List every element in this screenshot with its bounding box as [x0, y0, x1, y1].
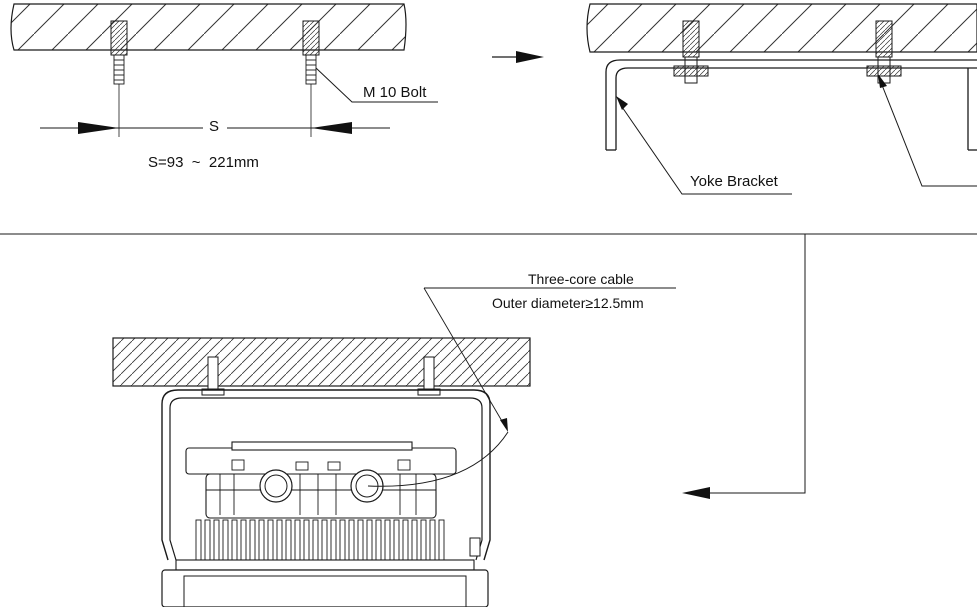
heat-sink-fin: [411, 519, 418, 561]
heat-sink-fin: [276, 519, 283, 561]
ceiling-slab-left: [10, 3, 407, 51]
heat-sink-fin: [303, 519, 310, 561]
heat-sink-fin: [249, 519, 256, 561]
bolt-thread-right: [305, 54, 317, 85]
heat-sink-fin: [429, 519, 436, 561]
yoke-leader-line: [619, 103, 792, 195]
step-arrow-right: [492, 51, 544, 63]
heat-sink-fin: [330, 519, 337, 561]
heat-sink-fin: [393, 519, 400, 561]
bolt-leader-line: [315, 67, 438, 103]
fixture-driver-box: [185, 441, 457, 519]
heat-sink-fin: [204, 519, 211, 561]
nut-leader-line: [879, 79, 977, 187]
dimension-arrow-left: [78, 122, 119, 134]
yoke-bracket-label: Yoke Bracket: [690, 173, 778, 190]
heat-sink-fin: [285, 519, 292, 561]
heat-sink-fin: [231, 519, 238, 561]
heat-sink-fin: [267, 519, 274, 561]
cable-diameter-label: Outer diameter≥12.5mm: [492, 295, 644, 311]
heat-sink-fin: [375, 519, 382, 561]
bolt-anchor-right: [875, 20, 893, 58]
heat-sink-fin: [348, 519, 355, 561]
dimension-arrow-right: [311, 122, 352, 134]
heat-sink-fin: [294, 519, 301, 561]
heat-sink-fin: [213, 519, 220, 561]
three-core-cable: [367, 431, 509, 487]
heat-sink-fin: [402, 519, 409, 561]
heat-sink-fin: [258, 519, 265, 561]
panel-fixture-assembly: [112, 287, 676, 607]
heat-sink-fin: [357, 519, 364, 561]
step-arrow-down-left: [682, 234, 806, 499]
heat-sink-fin: [195, 519, 202, 561]
yoke-bracket: [605, 59, 977, 150]
ceiling-slab-bottom: [112, 337, 531, 387]
heat-sink-fins: [195, 519, 445, 561]
fixture-front-frame: [161, 569, 489, 607]
bolt-thread-left: [113, 54, 125, 85]
ceiling-slab-right: [586, 3, 977, 53]
bolt-label: M 10 Bolt: [363, 84, 427, 101]
heat-sink-fin: [312, 519, 319, 561]
heat-sink-fin: [222, 519, 229, 561]
heat-sink-fin: [240, 519, 247, 561]
bolt-anchor-left: [682, 20, 700, 58]
heat-sink-fin: [339, 519, 346, 561]
bolt-anchor-left: [110, 20, 128, 56]
heat-sink-fin: [420, 519, 427, 561]
bolt-anchor-right: [302, 20, 320, 56]
cable-title-label: Three-core cable: [528, 271, 634, 287]
heat-sink-fin: [384, 519, 391, 561]
heat-sink-fin: [366, 519, 373, 561]
spacing-range-label: S=93 ~ 221mm: [148, 154, 259, 171]
panel-yoke-mounted: [586, 3, 977, 195]
heat-sink-fin: [438, 519, 445, 561]
panel-bolt-spacing: [10, 3, 438, 138]
heat-sink-fin: [321, 519, 328, 561]
spacing-symbol: S: [209, 118, 220, 135]
